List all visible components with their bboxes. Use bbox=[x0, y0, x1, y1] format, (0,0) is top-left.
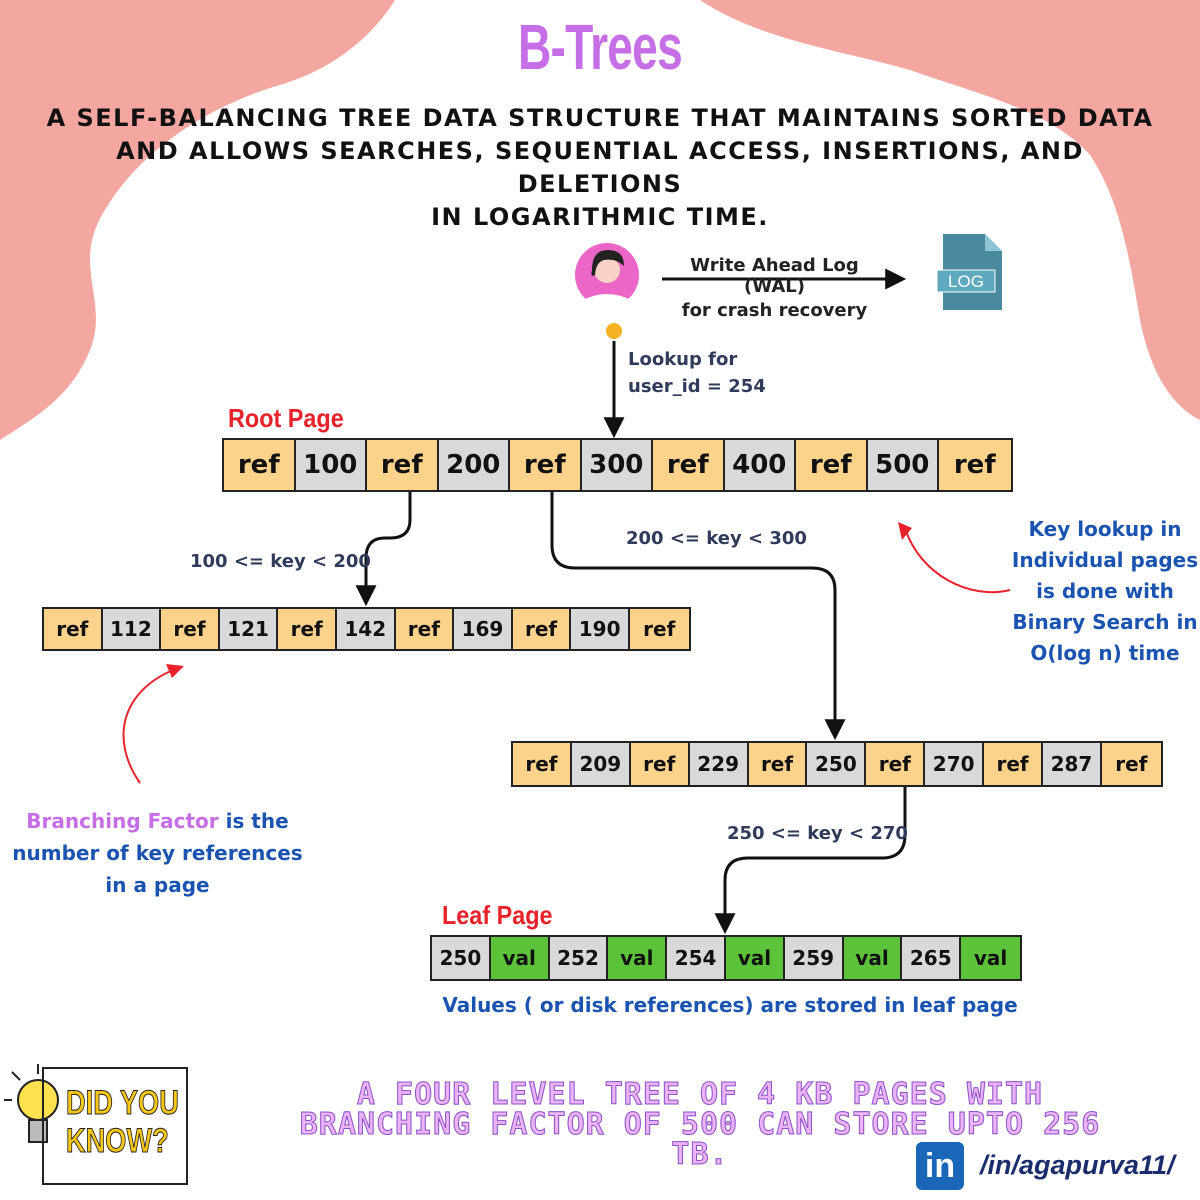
key-cell: 265 bbox=[902, 937, 962, 979]
wal-line-1: Write Ahead Log (WAL) bbox=[690, 255, 859, 297]
key-cell: 259 bbox=[784, 937, 844, 979]
key-cell: 112 bbox=[102, 609, 162, 649]
pink-blob-left bbox=[0, 0, 395, 440]
key-cell: 500 bbox=[867, 440, 939, 490]
did-you-know-line-2: KNOW? bbox=[66, 1122, 170, 1161]
linkedin-icon[interactable]: in bbox=[916, 1142, 964, 1190]
val-cell: val bbox=[961, 937, 1020, 979]
lookup-start-dot bbox=[604, 321, 624, 341]
edge-label-100-200: 100 <= key < 200 bbox=[190, 551, 371, 572]
key-cell: 254 bbox=[667, 937, 726, 979]
binary-search-line-4: Binary Search in bbox=[1012, 610, 1198, 634]
binary-search-line-5: O(log n) time bbox=[1030, 641, 1180, 665]
subtitle-line-3: IN LOGARITHMIC TIME. bbox=[431, 203, 769, 231]
binary-search-line-1: Key lookup in bbox=[1028, 517, 1182, 541]
did-you-know-fact: A FOUR LEVEL TREE OF 4 KB PAGES WITH BRA… bbox=[215, 1077, 1185, 1172]
fact-line-2: BRANCHING FACTOR OF 500 CAN STORE UPTO 2… bbox=[299, 1107, 1101, 1142]
ref-cell: ref bbox=[866, 743, 926, 785]
key-cell: 250 bbox=[807, 743, 867, 785]
val-cell: val bbox=[843, 937, 903, 979]
linkedin-handle-link[interactable]: /in/agapurva11/ bbox=[980, 1150, 1175, 1180]
lookup-line-2: user_id = 254 bbox=[628, 376, 766, 397]
branching-factor-text-2: number of key references bbox=[12, 841, 303, 865]
key-cell: 270 bbox=[925, 743, 985, 785]
root-page-label: Root Page bbox=[228, 403, 344, 433]
branching-factor-text-3: in a page bbox=[105, 873, 210, 897]
fact-line-1: A FOUR LEVEL TREE OF 4 KB PAGES WITH bbox=[356, 1077, 1044, 1112]
lookup-label: Lookup for user_id = 254 bbox=[628, 346, 766, 400]
log-file-icon bbox=[936, 234, 1002, 310]
did-you-know-line-1: DID YOU bbox=[66, 1084, 180, 1123]
ref-cell: ref bbox=[278, 609, 337, 649]
ref-cell: ref bbox=[629, 609, 689, 649]
edge-root-to-page-200-300 bbox=[550, 490, 846, 741]
binary-search-line-3: is done with bbox=[1036, 579, 1174, 603]
subtitle: A SELF-BALANCING TREE DATA STRUCTURE THA… bbox=[40, 102, 1160, 234]
ref-cell: ref bbox=[796, 440, 868, 490]
ref-cell: ref bbox=[44, 609, 103, 649]
wal-line-2: for crash recovery bbox=[681, 300, 868, 321]
key-cell: 169 bbox=[454, 609, 513, 649]
ref-cell: ref bbox=[224, 440, 296, 490]
user-avatar-icon bbox=[575, 243, 639, 311]
branching-factor-note: Branching Factor is the number of key re… bbox=[0, 805, 315, 901]
ref-cell: ref bbox=[748, 743, 808, 785]
leaf-page-label: Leaf Page bbox=[442, 900, 553, 930]
lookup-line-1: Lookup for bbox=[628, 349, 738, 370]
ref-cell: ref bbox=[653, 440, 725, 490]
did-you-know-badge bbox=[42, 1067, 188, 1185]
ref-cell: ref bbox=[510, 440, 582, 490]
ref-cell: ref bbox=[939, 440, 1011, 490]
val-cell: val bbox=[725, 937, 785, 979]
did-you-know-text: DID YOU KNOW? bbox=[66, 1084, 180, 1161]
key-cell: 400 bbox=[724, 440, 796, 490]
leaf-values-note: Values ( or disk references) are stored … bbox=[442, 993, 1018, 1017]
key-cell: 300 bbox=[581, 440, 653, 490]
binary-search-line-2: Individual pages bbox=[1011, 548, 1199, 572]
key-cell: 142 bbox=[336, 609, 396, 649]
val-cell: val bbox=[490, 937, 550, 979]
red-curve-arrow-left bbox=[122, 667, 179, 784]
val-cell: val bbox=[608, 937, 668, 979]
key-cell: 287 bbox=[1043, 743, 1102, 785]
ref-cell: ref bbox=[367, 440, 439, 490]
fact-line-3: TB. bbox=[671, 1137, 729, 1172]
page-title: B-Trees bbox=[517, 11, 683, 83]
ref-cell: ref bbox=[513, 743, 572, 785]
edge-label-200-300: 200 <= key < 300 bbox=[626, 528, 807, 549]
ref-cell: ref bbox=[512, 609, 572, 649]
subtitle-line-2: AND ALLOWS SEARCHES, SEQUENTIAL ACCESS, … bbox=[116, 137, 1084, 198]
red-curve-arrow-right bbox=[904, 527, 1011, 594]
ref-cell: ref bbox=[1101, 743, 1161, 785]
key-cell: 100 bbox=[295, 440, 367, 490]
key-cell: 200 bbox=[438, 440, 510, 490]
subtitle-line-1: A SELF-BALANCING TREE DATA STRUCTURE THA… bbox=[46, 104, 1154, 132]
edge-to-leaf bbox=[714, 785, 907, 935]
edge-label-250-270: 250 <= key < 270 bbox=[727, 823, 908, 844]
key-cell: 229 bbox=[689, 743, 749, 785]
red-arrowhead-right bbox=[898, 522, 912, 540]
binary-search-note: Key lookup in Individual pages is done w… bbox=[1005, 514, 1200, 669]
key-cell: 252 bbox=[549, 937, 609, 979]
log-file-label: LOG bbox=[948, 272, 984, 291]
branching-factor-text-1: is the bbox=[218, 809, 289, 833]
key-cell: 209 bbox=[571, 743, 631, 785]
key-cell: 190 bbox=[571, 609, 630, 649]
branching-factor-term: Branching Factor bbox=[26, 809, 219, 833]
ref-cell: ref bbox=[161, 609, 220, 649]
red-arrowhead-left bbox=[166, 664, 184, 678]
wal-label: Write Ahead Log (WAL) for crash recovery bbox=[662, 255, 887, 321]
key-cell: 250 bbox=[432, 937, 491, 979]
key-cell: 121 bbox=[219, 609, 279, 649]
ref-cell: ref bbox=[984, 743, 1044, 785]
edge-root-to-page-100-200 bbox=[355, 490, 412, 607]
ref-cell: ref bbox=[630, 743, 690, 785]
ref-cell: ref bbox=[395, 609, 455, 649]
pink-blob-right bbox=[700, 0, 1200, 420]
